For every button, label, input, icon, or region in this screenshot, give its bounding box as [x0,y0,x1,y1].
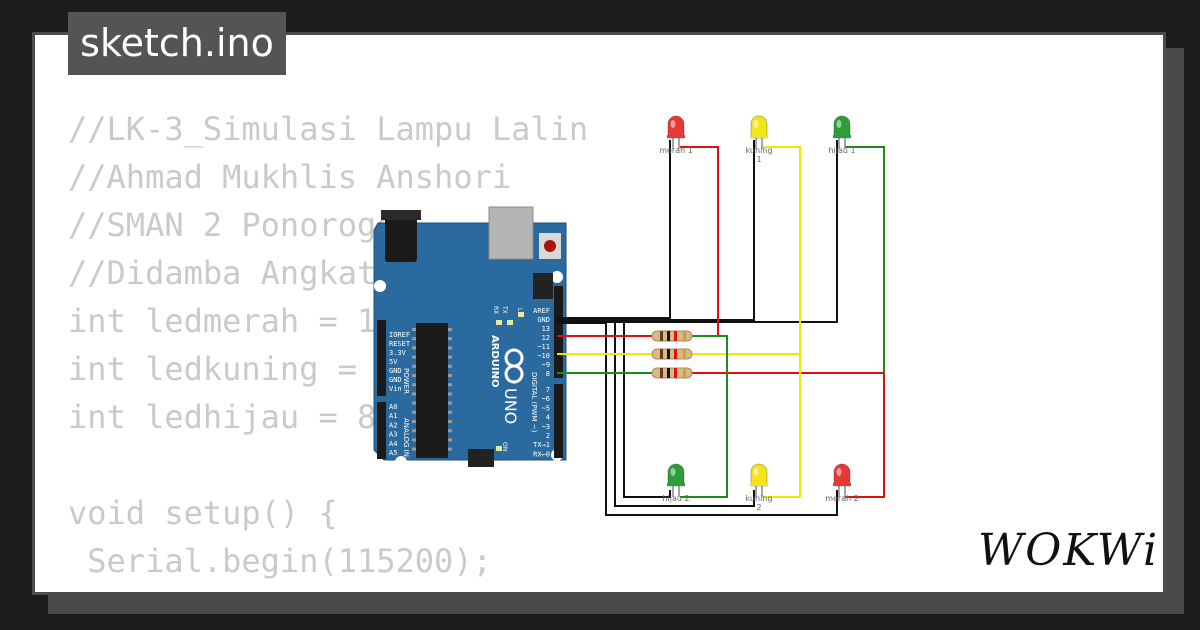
led-label: 1 [756,155,761,164]
analog-pin-label: A0 [389,403,397,411]
code-line: if(!Serial)Serial.print("sketch is start… [68,585,974,592]
board-name: ARDUINO [489,335,500,387]
wires [557,140,885,516]
digital-pin-label: 12 [542,334,550,342]
power-pin-label: IOREF [389,331,410,339]
analog-group-label: ANALOG IN [402,418,410,457]
on-label: ON [501,442,508,451]
resistor[interactable] [651,367,693,379]
resistor[interactable] [651,330,693,342]
digital-label: DIGITAL (PWM ~) [530,372,538,433]
power-pin-label: RESET [389,340,411,348]
led-label: merah 1 [659,146,693,155]
digital-pin-label: 7 [546,386,550,394]
led-label: kuning [746,494,773,503]
wokwi-logo: WOKWi [978,525,1160,576]
resistors [651,330,693,379]
digital-pin-label: GND [537,316,550,324]
digital-pin-label: RX←0 [533,450,550,458]
wire-gnd-kuning2 [557,320,755,507]
analog-pin-label: A3 [389,431,397,439]
digital-pin-label: ~5 [542,404,550,412]
led-hijau2[interactable]: hijau 2 [662,463,690,503]
code-line: int ledhijau = 8 [68,398,377,436]
usb-port [488,206,534,260]
code-line: //Ahmad Mukhlis Anshori [68,158,512,196]
l-label: L [516,308,523,312]
digital-pin-label: ~11 [537,343,550,351]
led-label: merah 2 [825,494,859,503]
wire-gnd-merah1 [557,140,671,319]
digital-pin-label: ~3 [542,423,550,431]
power-pin-label: 5V [389,358,398,366]
code-line: //SMAN 2 Ponorogo [68,206,396,244]
digital-pin-label: 13 [542,325,550,333]
code-line: int ledmerah = 1 [68,302,377,340]
file-tab[interactable]: sketch.ino [68,12,286,75]
rx-label: RX [492,306,499,314]
digital-pin-label: 8 [546,370,550,378]
atmega-chip [416,323,448,458]
resistor[interactable] [651,348,693,360]
led-label: hijau 2 [662,494,689,503]
power-pin-label: 3.3V [389,349,407,357]
led-label: hijau 1 [828,146,855,155]
code-line: void setup() { [68,494,338,532]
digital-pin-label: TX→1 [533,441,550,449]
power-pin-label: Vin [389,385,402,393]
code-line: Serial.begin(115200); [68,542,492,580]
wire-gnd-kuning1 [557,140,755,321]
analog-pin-label: A5 [389,449,397,457]
analog-pin-label: A4 [389,440,397,448]
led-label: 2 [756,503,761,512]
led-merah2[interactable]: merah 2 [825,463,859,503]
led-merah1[interactable]: merah 1 [659,115,693,155]
digital-pin-label: ~6 [542,395,550,403]
arduino-infinity-logo [504,348,524,384]
digital-pin-label: AREF [533,307,550,315]
digital-pin-label: 2 [546,432,550,440]
analog-pin-label: A2 [389,421,397,429]
code-line: int ledkuning = [68,350,357,388]
digital-pin-label: ~9 [542,361,550,369]
led-hijau1[interactable]: hijau 1 [828,115,856,155]
led-label: kuning [746,146,773,155]
board-model: UNO [501,388,520,424]
wire-gnd-merah2 [557,322,838,516]
power-pin-label: GND [389,367,402,375]
tx-label: TX [501,305,508,314]
code-line: //LK-3_Simulasi Lampu Lalin [68,110,589,148]
power-jack [385,212,417,262]
wire-gnd-hijau2 [557,318,671,498]
power-group-label: POWER [402,368,410,394]
analog-pin-label: A1 [389,412,397,420]
wire-gnd-hijau1 [557,140,838,323]
preview-panel: //LK-3_Simulasi Lampu Lalin //Ahmad Mukhl… [32,32,1166,595]
digital-pin-label: ~10 [537,352,550,360]
digital-pin-label: 4 [546,414,550,422]
power-pin-label: GND [389,376,402,384]
